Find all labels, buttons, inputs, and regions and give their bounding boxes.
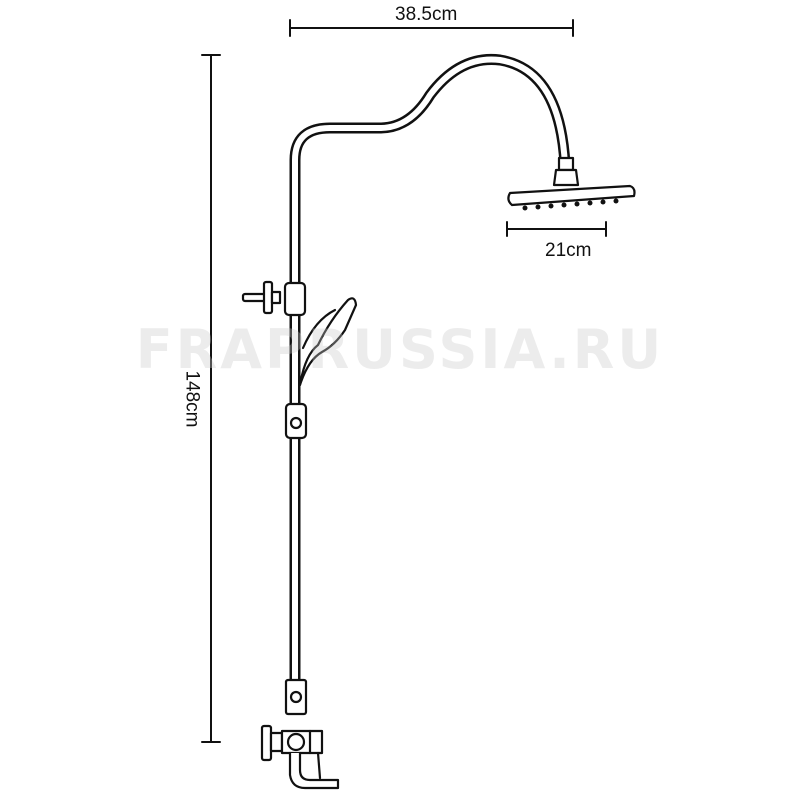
- height-label: 148cm: [181, 370, 203, 428]
- head-width-label: 21cm: [545, 240, 592, 261]
- shower-nozzles: [522, 198, 619, 211]
- dimension-head-width: [506, 221, 607, 237]
- mixer-valve: [260, 678, 324, 762]
- watermark: FRAPRUSSIA.RU: [135, 318, 665, 381]
- slider-bracket: [284, 402, 308, 440]
- dimension-width-top: [289, 19, 574, 37]
- dimension-height: [201, 54, 221, 743]
- diverter-knob: [241, 280, 307, 317]
- width-top-label: 38.5cm: [395, 4, 458, 25]
- riser-pipe: [289, 53, 571, 706]
- hand-shower: [298, 297, 358, 387]
- bath-spout: [288, 751, 340, 790]
- rain-shower-head: [507, 156, 636, 211]
